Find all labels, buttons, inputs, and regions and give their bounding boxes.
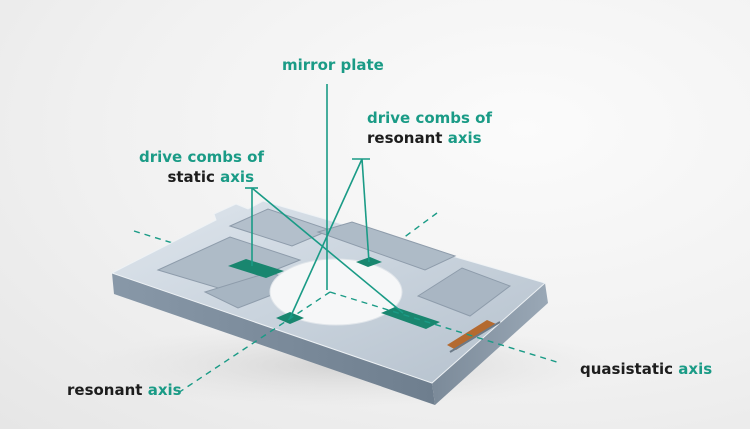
- resonant-axis-line-front: [177, 291, 331, 394]
- drive-combs-static-line1: drive combs of: [139, 148, 264, 166]
- resonant-axis-axis: axis: [147, 381, 182, 399]
- label-drive-combs-resonant: drive combs of resonant axis: [367, 108, 492, 148]
- leader-static-2: [251, 187, 404, 314]
- drive-combs-resonant-axis: axis: [447, 129, 482, 147]
- quasistatic-axis-line-front: [329, 291, 561, 364]
- resonant-axis-word: resonant: [67, 381, 143, 399]
- mems-chip: [110, 200, 548, 405]
- label-resonant-axis: resonant axis: [67, 380, 182, 400]
- drive-combs-static-axis: axis: [220, 168, 254, 186]
- comb-static-left: [228, 259, 284, 278]
- chip-side-face: [432, 283, 548, 405]
- quasistatic-axis-word: quasistatic: [580, 360, 674, 378]
- label-drive-combs-static: drive combs of static axis: [139, 147, 264, 187]
- connector-edge: [449, 321, 501, 353]
- drive-combs-static-word: static: [167, 168, 215, 186]
- mirror-plate-text: mirror plate: [282, 56, 384, 74]
- leader-resonant-1: [289, 158, 363, 319]
- label-quasistatic-axis: quasistatic axis: [580, 359, 712, 379]
- quasistatic-axis-axis: axis: [678, 360, 713, 378]
- drive-combs-resonant-word: resonant: [367, 129, 443, 147]
- chip-front-face: [112, 273, 435, 405]
- callout-lines: [245, 84, 404, 319]
- cavity-top-right: [316, 221, 457, 271]
- leader-resonant-2: [361, 158, 370, 263]
- drive-combs-resonant-line1: drive combs of: [367, 109, 492, 127]
- cavity-right: [416, 267, 512, 317]
- label-mirror-plate: mirror plate: [282, 55, 384, 75]
- mirror-plate: [269, 258, 403, 326]
- cavity-left-upper: [156, 236, 302, 291]
